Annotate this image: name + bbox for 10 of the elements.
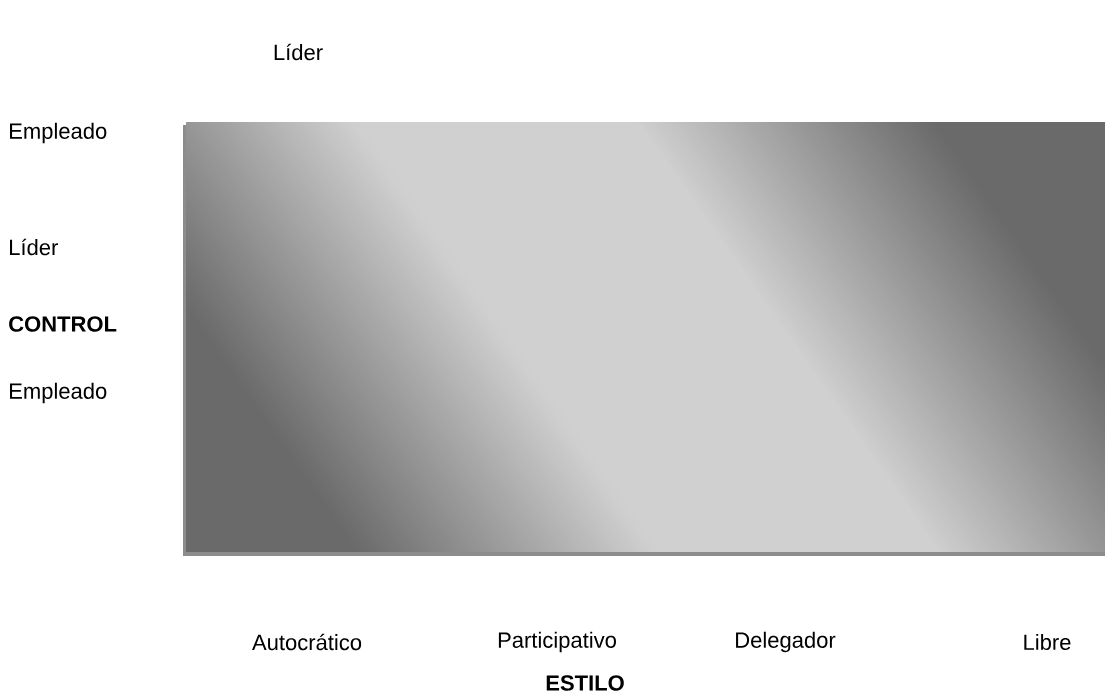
axis-title: ESTILO bbox=[546, 675, 624, 691]
axis-label: Autocrático bbox=[252, 633, 362, 651]
axis-label: Empleado bbox=[10, 122, 107, 144]
axis-label: Delegador bbox=[736, 631, 836, 653]
axis-label: Participativo bbox=[498, 631, 616, 653]
axis-title: CONTROL bbox=[9, 316, 117, 332]
axis-label: Empleado bbox=[10, 382, 107, 404]
axis-label: Líder bbox=[274, 43, 323, 61]
axis-label: Libre bbox=[1024, 633, 1071, 651]
axis-label: Líder bbox=[10, 238, 58, 256]
